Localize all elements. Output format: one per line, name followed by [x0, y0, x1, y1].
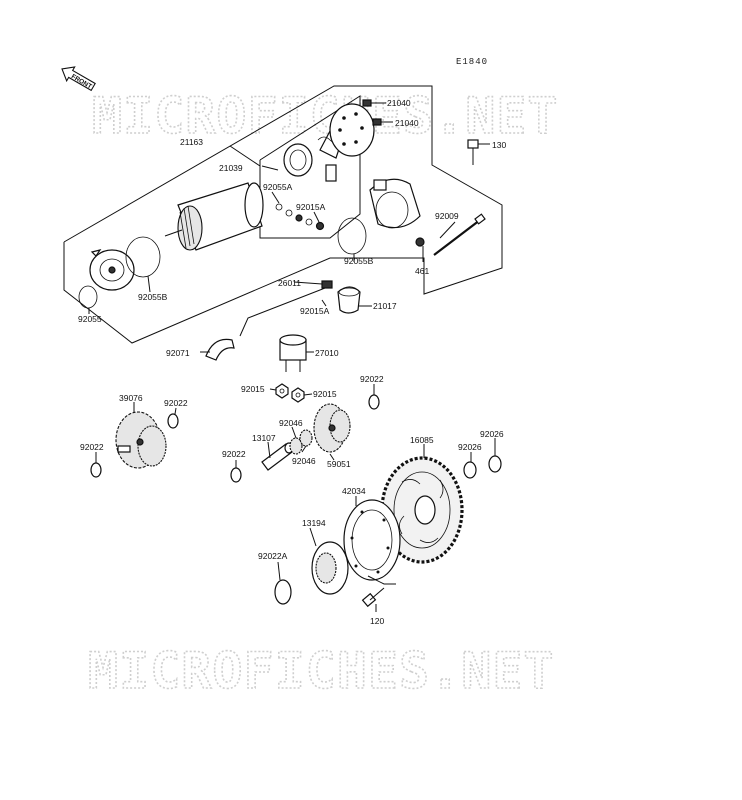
idle-gear-39076 [115, 411, 167, 469]
label-461: 461 [415, 266, 429, 276]
label-92046-a: 92046 [279, 418, 303, 428]
starter-relay [279, 334, 307, 372]
starter-assembly-frame [63, 85, 503, 344]
label-92022-left-bottom: 92022 [80, 442, 104, 452]
label-92022-left-top: 92022 [164, 398, 188, 408]
nut-92015-right [291, 387, 305, 403]
label-16085: 16085 [410, 435, 434, 445]
watermark-top: MICROFICHES.NET [92, 87, 559, 145]
washer-461 [415, 237, 425, 247]
bolt-130 [467, 139, 490, 165]
nut-92015-left [275, 383, 289, 399]
washer-stack [275, 203, 325, 231]
terminal-cap-21017 [337, 286, 361, 314]
starter-motor-body [164, 182, 264, 251]
label-92046-b: 92046 [292, 456, 316, 466]
shaft-13107 [261, 442, 294, 471]
clutch-13194 [311, 541, 349, 595]
gear-92046-b [299, 429, 313, 447]
through-bolt-92009 [433, 213, 486, 256]
label-92055a: 92055A [263, 182, 293, 192]
label-13107: 13107 [252, 433, 276, 443]
label-92015-right: 92015 [313, 389, 337, 399]
washer-92022-middle [230, 467, 242, 483]
label-59051: 59051 [327, 459, 351, 469]
o-ring-92055b-right [337, 217, 367, 255]
label-21163: 21163 [180, 137, 203, 147]
label-21040-a: 21040 [387, 98, 411, 108]
label-21040-b: 21040 [395, 118, 419, 128]
screw-21040-b [372, 118, 393, 126]
brush-plate [283, 143, 313, 177]
label-92055: 92055 [78, 314, 102, 324]
label-92055b-left: 92055B [138, 292, 168, 302]
washer-92026-a [463, 461, 477, 479]
starter-cable [239, 280, 333, 337]
diagram-code: E1840 [456, 57, 488, 67]
brush-end-plate [329, 103, 375, 157]
washer-92022-left-top [167, 413, 179, 429]
watermark-bottom: MICROFICHES.NET [88, 642, 555, 700]
label-27010: 27010 [315, 348, 339, 358]
washer-92022a [274, 579, 292, 605]
part-labels: 21040 21040 130 21163 21039 92055A 92015… [78, 98, 506, 626]
washer-92022-right [368, 394, 380, 410]
label-21017: 21017 [373, 301, 397, 311]
o-ring-92055b-left [125, 236, 161, 278]
label-92015-left: 92015 [241, 384, 265, 394]
label-92022-top-right: 92022 [360, 374, 384, 384]
front-arrow-icon: FRONT [61, 66, 96, 92]
screw-21040-a [362, 99, 386, 107]
washer-92022-left-bottom [90, 462, 102, 478]
starter-rear-cover [369, 178, 421, 229]
clutch-ring-42034 [343, 499, 401, 581]
hose-92071 [205, 338, 235, 361]
washer-92026-b [488, 455, 502, 473]
label-42034: 42034 [342, 486, 366, 496]
gear-59051 [313, 403, 351, 453]
o-ring-92055 [78, 285, 98, 309]
bolt-120 [361, 587, 385, 608]
label-92026-b: 92026 [480, 429, 504, 439]
label-92022-middle: 92022 [222, 449, 246, 459]
label-13194: 13194 [302, 518, 326, 528]
label-92026-a: 92026 [458, 442, 482, 452]
label-92015a-mid: 92015A [300, 306, 330, 316]
label-92009: 92009 [435, 211, 459, 221]
label-92055b-right: 92055B [344, 256, 374, 266]
sprocket-16085 [380, 456, 464, 564]
label-21039: 21039 [219, 163, 243, 173]
label-92015a-top: 92015A [296, 202, 326, 212]
label-92022a: 92022A [258, 551, 288, 561]
label-120: 120 [370, 616, 384, 626]
label-26011: 26011 [278, 278, 301, 288]
gear-92046-a [289, 437, 303, 455]
leader-lines [88, 145, 496, 612]
label-39076: 39076 [119, 393, 143, 403]
label-130: 130 [492, 140, 506, 150]
label-92071: 92071 [166, 348, 190, 358]
starter-front-cover [89, 249, 135, 291]
